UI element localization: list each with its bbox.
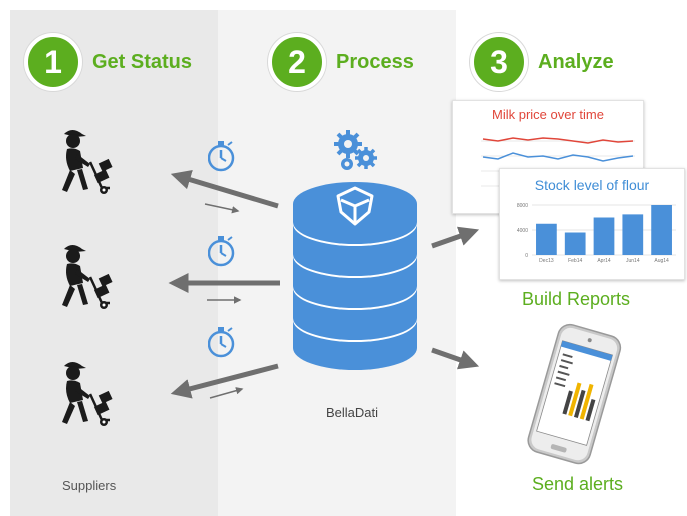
flour-stock-chart-card: Stock level of flour 8000 4000 0 Dec13 Feb1… [499, 168, 685, 280]
chart-title: Stock level of flour [534, 177, 650, 193]
step-process: 2 Process [268, 33, 414, 91]
y-tick-label: 4000 [517, 228, 528, 234]
status-request-arrow [170, 363, 279, 399]
y-tick-label: 8000 [517, 203, 528, 209]
bar [593, 217, 615, 255]
gears-icon [334, 130, 377, 170]
bar [564, 232, 586, 255]
step-get-status: 1 Get Status [24, 33, 192, 91]
build-reports-label: Build Reports [522, 289, 631, 309]
status-reply-arrow [204, 203, 240, 214]
x-tick-label: Aug14 [654, 258, 669, 264]
step-number-badge: 2 [268, 33, 326, 91]
send-alerts-label: Send alerts [532, 474, 624, 494]
x-tick-label: Jun14 [626, 258, 640, 264]
alert-arrow [431, 347, 480, 370]
x-tick-label: Feb14 [568, 258, 582, 264]
status-request-arrow [170, 170, 279, 209]
get-status-panel [10, 10, 218, 516]
step-number-badge: 3 [470, 33, 528, 91]
smartphone-icon [527, 323, 622, 465]
step-analyze: 3 Analyze [470, 33, 614, 91]
bar [536, 223, 557, 255]
chart-title: Milk price over time [492, 107, 604, 122]
step-label: Analyze [538, 50, 614, 73]
belladati-logo-icon [336, 186, 374, 226]
bar [622, 214, 644, 255]
step-number-badge: 1 [24, 33, 82, 91]
y-tick-label: 0 [525, 253, 528, 259]
x-tick-label: Apr14 [597, 258, 611, 264]
x-tick-label: Dec13 [539, 258, 554, 264]
flour-bar-chart: 8000 4000 0 Dec13 Feb14 Apr14 Jun14 Aug14 [517, 203, 676, 264]
report-arrow [431, 226, 480, 249]
status-reply-arrow [209, 387, 244, 399]
step-label: Process [336, 50, 414, 73]
suppliers-label: Suppliers [62, 478, 117, 493]
bar [651, 205, 672, 255]
step-label: Get Status [92, 50, 193, 73]
database-label: BellaDati [326, 405, 379, 420]
database-icon [293, 182, 417, 370]
